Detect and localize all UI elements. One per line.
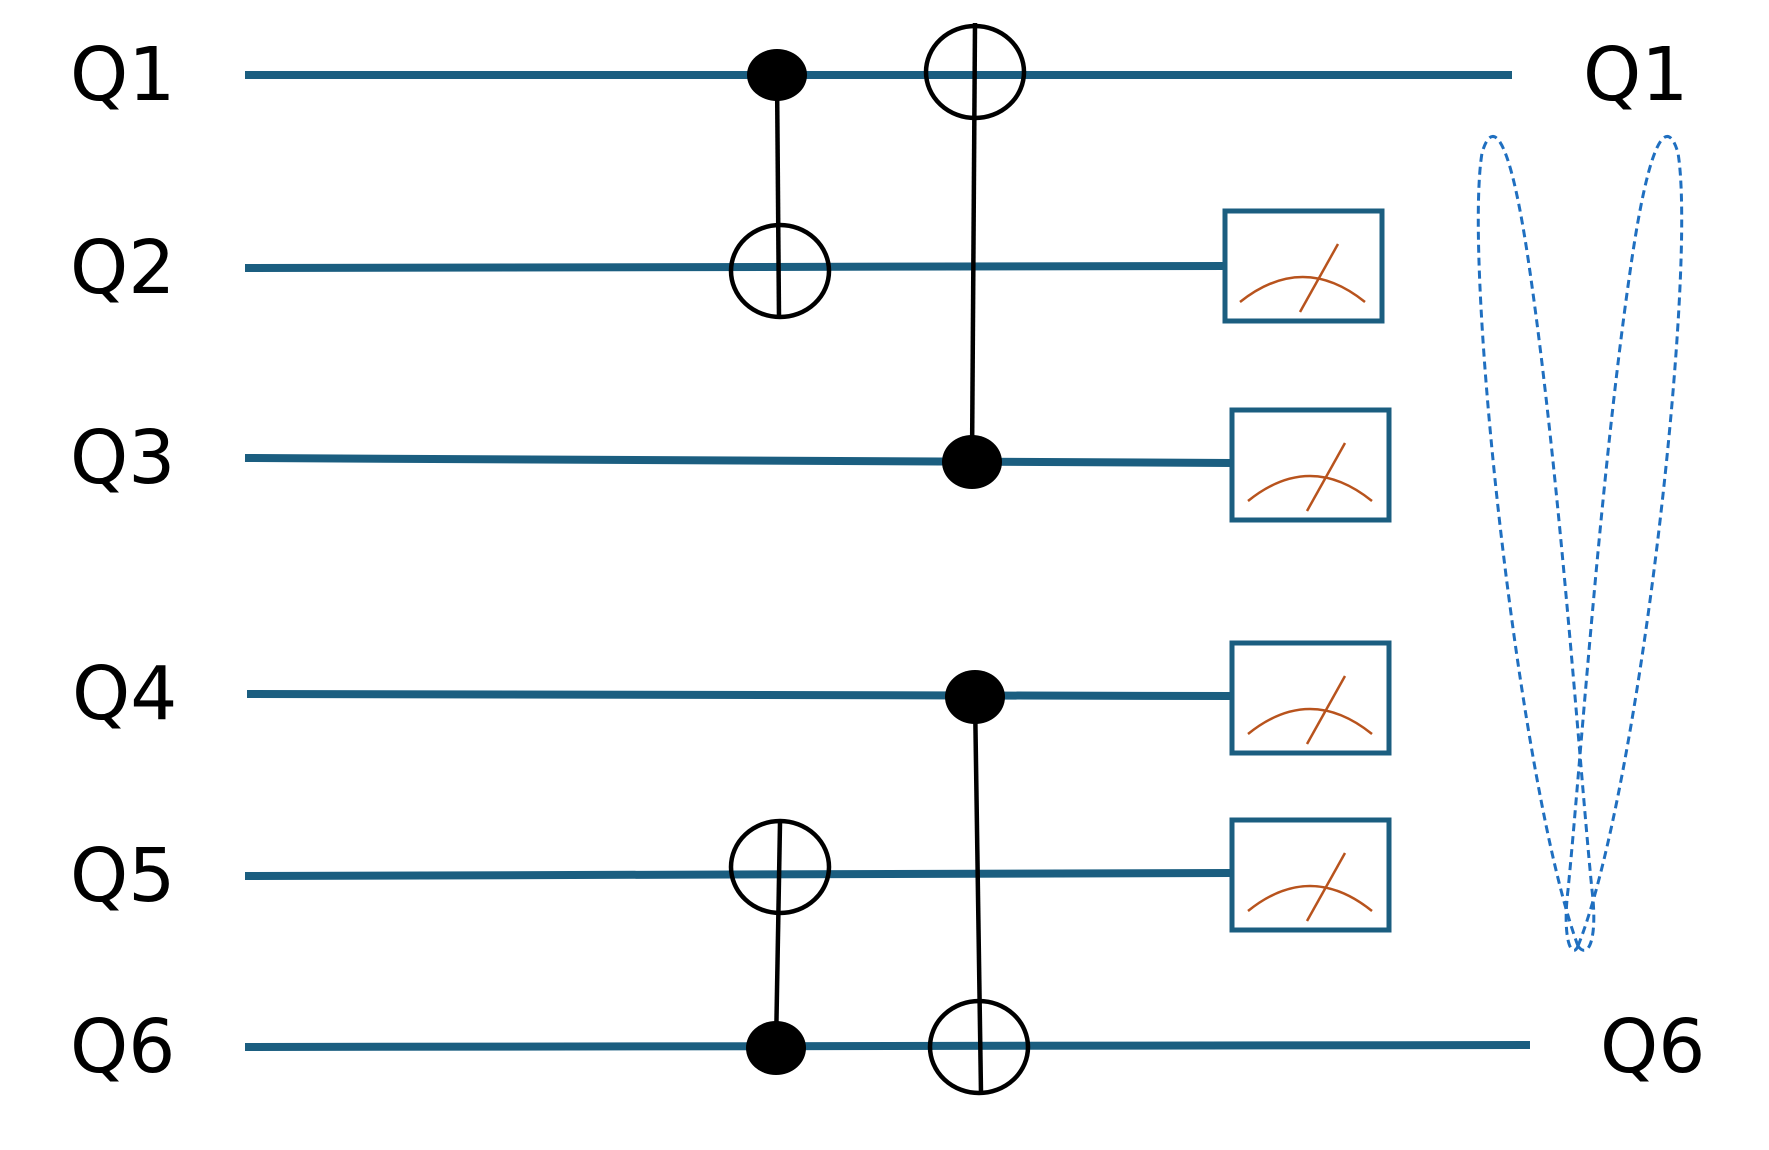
control-dot bbox=[746, 1021, 806, 1075]
cnot-link bbox=[969, 22, 978, 463]
qubit-label-q2: Q2 bbox=[70, 225, 176, 311]
meter-icon bbox=[1247, 707, 1373, 735]
target-xor bbox=[728, 818, 832, 916]
output-label-q1: Q1 bbox=[1583, 32, 1689, 118]
measurement-q5 bbox=[1229, 817, 1392, 933]
meter-needle-icon bbox=[1305, 442, 1347, 512]
cnot-gate-q3-q1 bbox=[923, 22, 1027, 489]
wire-q4 bbox=[246, 690, 1233, 700]
measurement-q2 bbox=[1222, 208, 1385, 324]
meter-needle-icon bbox=[1305, 852, 1347, 922]
cnot-link bbox=[773, 822, 783, 1048]
qubit-label-q1: Q1 bbox=[70, 32, 176, 118]
entanglement-strand bbox=[1476, 135, 1596, 952]
control-dot bbox=[747, 49, 807, 101]
control-dot bbox=[942, 435, 1002, 489]
meter-icon bbox=[1247, 474, 1373, 502]
cnot-link bbox=[972, 696, 984, 1094]
meter-box bbox=[1229, 640, 1392, 756]
qubit-label-q4: Q4 bbox=[72, 651, 178, 737]
meter-needle-icon bbox=[1305, 675, 1347, 745]
meter-icon bbox=[1239, 275, 1366, 303]
meter-needle-icon bbox=[1298, 243, 1340, 313]
meter-box bbox=[1222, 208, 1385, 324]
meter-box bbox=[1229, 407, 1392, 523]
wire-q6 bbox=[244, 1041, 1531, 1051]
control-dot bbox=[945, 670, 1005, 724]
cnot-gate-q4-q6 bbox=[927, 670, 1031, 1096]
meter-icon bbox=[1247, 884, 1373, 912]
qubit-label-q5: Q5 bbox=[70, 833, 176, 919]
entanglement-strand bbox=[1564, 135, 1684, 952]
target-xor bbox=[927, 998, 1031, 1096]
target-xor bbox=[728, 222, 832, 320]
meter-box bbox=[1229, 817, 1392, 933]
wire-q2 bbox=[244, 262, 1226, 272]
measurement-q4 bbox=[1229, 640, 1392, 756]
qubit-label-q6: Q6 bbox=[70, 1004, 176, 1090]
cnot-link bbox=[774, 74, 782, 319]
measurement-q3 bbox=[1229, 407, 1392, 523]
output-label-q6: Q6 bbox=[1600, 1004, 1706, 1090]
wire-q3 bbox=[244, 454, 1233, 467]
wire-q5 bbox=[244, 869, 1233, 880]
cnot-gate-q1-q2 bbox=[728, 49, 832, 320]
qubit-label-q3: Q3 bbox=[70, 415, 176, 501]
entanglement-loop-icon bbox=[1476, 135, 1684, 952]
cnot-gate-q6-q5 bbox=[728, 818, 832, 1075]
target-xor bbox=[923, 23, 1027, 121]
